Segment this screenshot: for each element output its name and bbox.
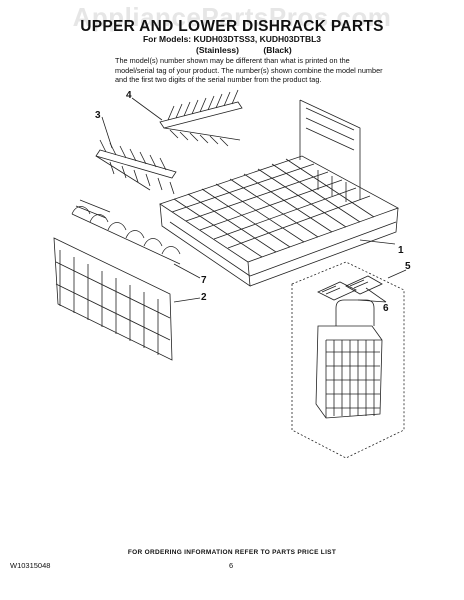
exploded-parts-diagram: 4 3 1 5 6 7 2 [53,89,411,459]
callout-4: 4 [126,90,132,101]
silverware-basket-part-5 [291,261,405,459]
leader-7 [173,263,201,279]
page-number: 6 [229,561,234,570]
tine-rack-part-2 [53,237,173,361]
finish-labels: (Stainless) (Black) [196,45,314,55]
callout-5: 5 [405,261,411,272]
lower-dishrack-part-1 [159,99,399,287]
model-note: The model(s) number shown may be differe… [115,56,383,84]
leader-5 [387,269,407,279]
callout-6: 6 [383,303,389,314]
basket-lid-part-6 [317,275,383,301]
page-title: UPPER AND LOWER DISHRACK PARTS [80,18,384,35]
tine-row-part-7 [71,199,181,265]
finish-black: (Black) [263,45,292,55]
leader-2 [173,297,201,303]
finish-stainless: (Stainless) [196,45,239,55]
tine-row-part-4 [159,89,243,147]
document-number: W10315048 [10,561,51,570]
ordering-info: FOR ORDERING INFORMATION REFER TO PARTS … [127,549,337,556]
callout-1: 1 [398,245,404,256]
callout-2: 2 [201,292,207,303]
leader-3 [101,116,113,149]
tine-row-part-3 [95,139,177,195]
leader-6 [357,287,387,303]
leader-1 [359,239,396,245]
leader-4 [131,97,163,121]
callout-7: 7 [201,275,207,286]
callout-3: 3 [95,110,101,121]
watermark: AppliancePartsPros.com [72,2,392,32]
models-line: For Models: KUDH03DTSS3, KUDH03DTBL3 [142,34,322,44]
